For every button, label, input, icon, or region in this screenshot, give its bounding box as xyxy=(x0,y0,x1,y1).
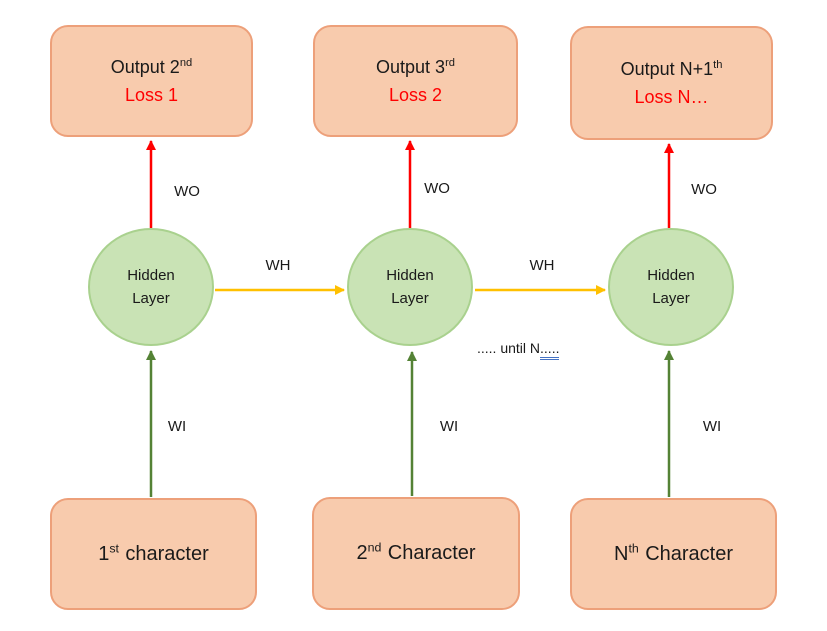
wh-label-2: WH xyxy=(529,257,555,274)
until-note: ..... until N..... xyxy=(477,340,560,360)
wh-label-1: WH xyxy=(265,257,291,274)
wo-label-3: WO xyxy=(691,181,717,198)
input-rest: Character xyxy=(387,542,476,564)
output-node-3: Output N+1th Loss N… xyxy=(570,26,773,140)
hidden-label-line2: Layer xyxy=(652,290,690,307)
input-title-1: 1st character xyxy=(98,540,209,566)
output-node-1: Output 2nd Loss 1 xyxy=(50,25,253,137)
output-title-sup: rd xyxy=(445,57,455,69)
output-title-text: Output 2 xyxy=(110,57,180,77)
wo-label-2: WO xyxy=(424,180,450,197)
input-sup: th xyxy=(628,540,639,555)
output-node-2: Output 3rd Loss 2 xyxy=(313,25,518,137)
input-num: N xyxy=(614,542,629,565)
hidden-layer-node-1: Hidden Layer xyxy=(88,228,214,346)
input-node-3: Nth Character xyxy=(570,498,777,610)
output-loss-1: Loss 1 xyxy=(124,85,179,105)
until-dots: ..... xyxy=(540,340,560,360)
output-loss-3: Loss N… xyxy=(634,87,709,107)
hidden-layer-label-1: Hidden Layer xyxy=(127,264,175,310)
wi-label-1: WI xyxy=(167,418,187,435)
wi-label-2: WI xyxy=(439,418,459,435)
output-loss-2: Loss 2 xyxy=(388,85,443,105)
input-num: 1 xyxy=(98,542,110,565)
input-rest: Character xyxy=(645,542,733,565)
hidden-layer-node-3: Hidden Layer xyxy=(608,228,734,346)
hidden-label-line1: Hidden xyxy=(127,267,175,284)
hidden-layer-label-2: Hidden Layer xyxy=(386,264,434,310)
input-sup: st xyxy=(109,540,119,555)
input-sup: nd xyxy=(367,540,382,555)
hidden-layer-node-2: Hidden Layer xyxy=(347,228,473,346)
output-title-sup: nd xyxy=(179,57,193,69)
input-node-1: 1st character xyxy=(50,498,257,610)
hidden-label-line2: Layer xyxy=(391,290,429,307)
input-node-2: 2nd Character xyxy=(312,497,520,610)
hidden-label-line1: Hidden xyxy=(386,267,434,284)
wi-label-3: WI xyxy=(702,418,722,435)
hidden-label-line2: Layer xyxy=(132,290,170,307)
until-text: ..... until N xyxy=(477,340,541,356)
input-num: 2 xyxy=(356,542,368,564)
input-rest: character xyxy=(125,542,209,565)
input-title-3: Nth Character xyxy=(614,540,733,566)
hidden-label-line1: Hidden xyxy=(647,267,695,284)
hidden-layer-label-3: Hidden Layer xyxy=(647,264,695,310)
output-title-3: Output N+1th xyxy=(621,55,723,83)
wo-label-1: WO xyxy=(174,183,200,200)
output-title-text: Output 3 xyxy=(376,57,446,77)
output-title-text: Output N+1 xyxy=(620,59,714,79)
output-title-1: Output 2nd xyxy=(111,53,192,81)
input-title-2: 2nd Character xyxy=(356,540,476,565)
output-title-2: Output 3rd xyxy=(376,53,455,81)
output-title-sup: th xyxy=(713,59,723,71)
